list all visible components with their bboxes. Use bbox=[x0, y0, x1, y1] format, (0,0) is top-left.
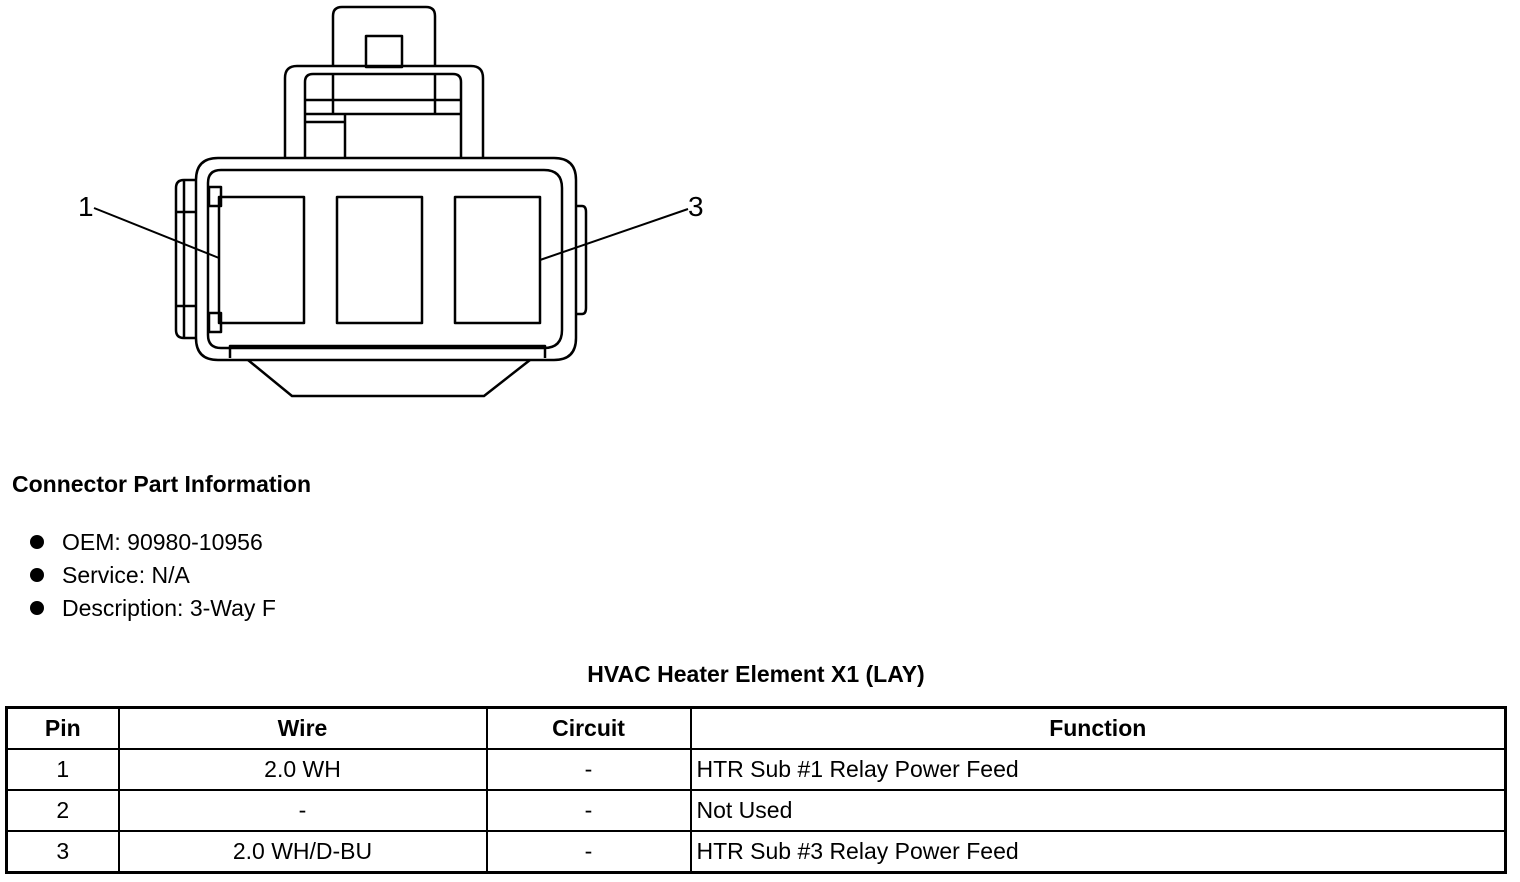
list-item: Service: N/A bbox=[28, 559, 276, 592]
cavity-1 bbox=[217, 195, 306, 325]
cell-function: Not Used bbox=[689, 789, 1507, 832]
cell-pin: 3 bbox=[5, 830, 120, 874]
leader-line-1 bbox=[93, 207, 220, 259]
cell-function: HTR Sub #3 Relay Power Feed bbox=[689, 830, 1507, 874]
connector-diagram: 1 3 bbox=[78, 5, 704, 398]
connector-info-heading: Connector Part Information bbox=[12, 471, 312, 497]
header-function: Function bbox=[689, 706, 1507, 750]
cell-wire: 2.0 WH/D-BU bbox=[117, 830, 488, 874]
list-item: OEM: 90980-10956 bbox=[28, 526, 276, 559]
pinout-table: Pin Wire Circuit Function 1 2.0 WH - HTR… bbox=[5, 706, 1507, 874]
cell-wire: - bbox=[117, 789, 488, 832]
right-rib bbox=[576, 204, 588, 316]
bullet-icon bbox=[30, 535, 44, 549]
connector-info-list: OEM: 90980-10956 Service: N/A Descriptio… bbox=[28, 526, 276, 625]
table-row: 3 2.0 WH/D-BU - HTR Sub #3 Relay Power F… bbox=[5, 830, 1507, 874]
latch-window bbox=[364, 34, 404, 69]
header-pin: Pin bbox=[5, 706, 120, 750]
cell-circuit: - bbox=[485, 789, 692, 832]
connector-body bbox=[194, 156, 578, 362]
list-item: Description: 3-Way F bbox=[28, 592, 276, 625]
bullet-icon bbox=[30, 601, 44, 615]
cell-pin: 2 bbox=[5, 789, 120, 832]
cavity-2 bbox=[335, 195, 424, 325]
bottom-tab bbox=[228, 344, 547, 358]
callout-1: 1 bbox=[78, 191, 94, 222]
bullet-icon bbox=[30, 568, 44, 582]
cell-wire: 2.0 WH bbox=[117, 748, 488, 791]
table-title: HVAC Heater Element X1 (LAY) bbox=[587, 661, 925, 687]
cell-pin: 1 bbox=[5, 748, 120, 791]
table-row: 2 - - Not Used bbox=[5, 789, 1507, 832]
terminal-clip bbox=[207, 185, 223, 208]
left-rib bbox=[174, 178, 196, 340]
cavity-3 bbox=[453, 195, 542, 325]
header-wire: Wire bbox=[117, 706, 488, 750]
description-text: Description: 3-Way F bbox=[62, 595, 276, 621]
header-circuit: Circuit bbox=[485, 706, 692, 750]
oem-text: OEM: 90980-10956 bbox=[62, 529, 263, 555]
leader-line-3 bbox=[539, 208, 689, 261]
connector-latch bbox=[331, 5, 437, 66]
cell-function: HTR Sub #1 Relay Power Feed bbox=[689, 748, 1507, 791]
latch-housing bbox=[283, 64, 485, 158]
cell-circuit: - bbox=[485, 748, 692, 791]
table-header-row: Pin Wire Circuit Function bbox=[5, 706, 1507, 750]
table-row: 1 2.0 WH - HTR Sub #1 Relay Power Feed bbox=[5, 748, 1507, 791]
callout-3: 3 bbox=[688, 191, 704, 222]
service-text: Service: N/A bbox=[62, 562, 190, 588]
cell-circuit: - bbox=[485, 830, 692, 874]
terminal-clip bbox=[207, 311, 223, 334]
